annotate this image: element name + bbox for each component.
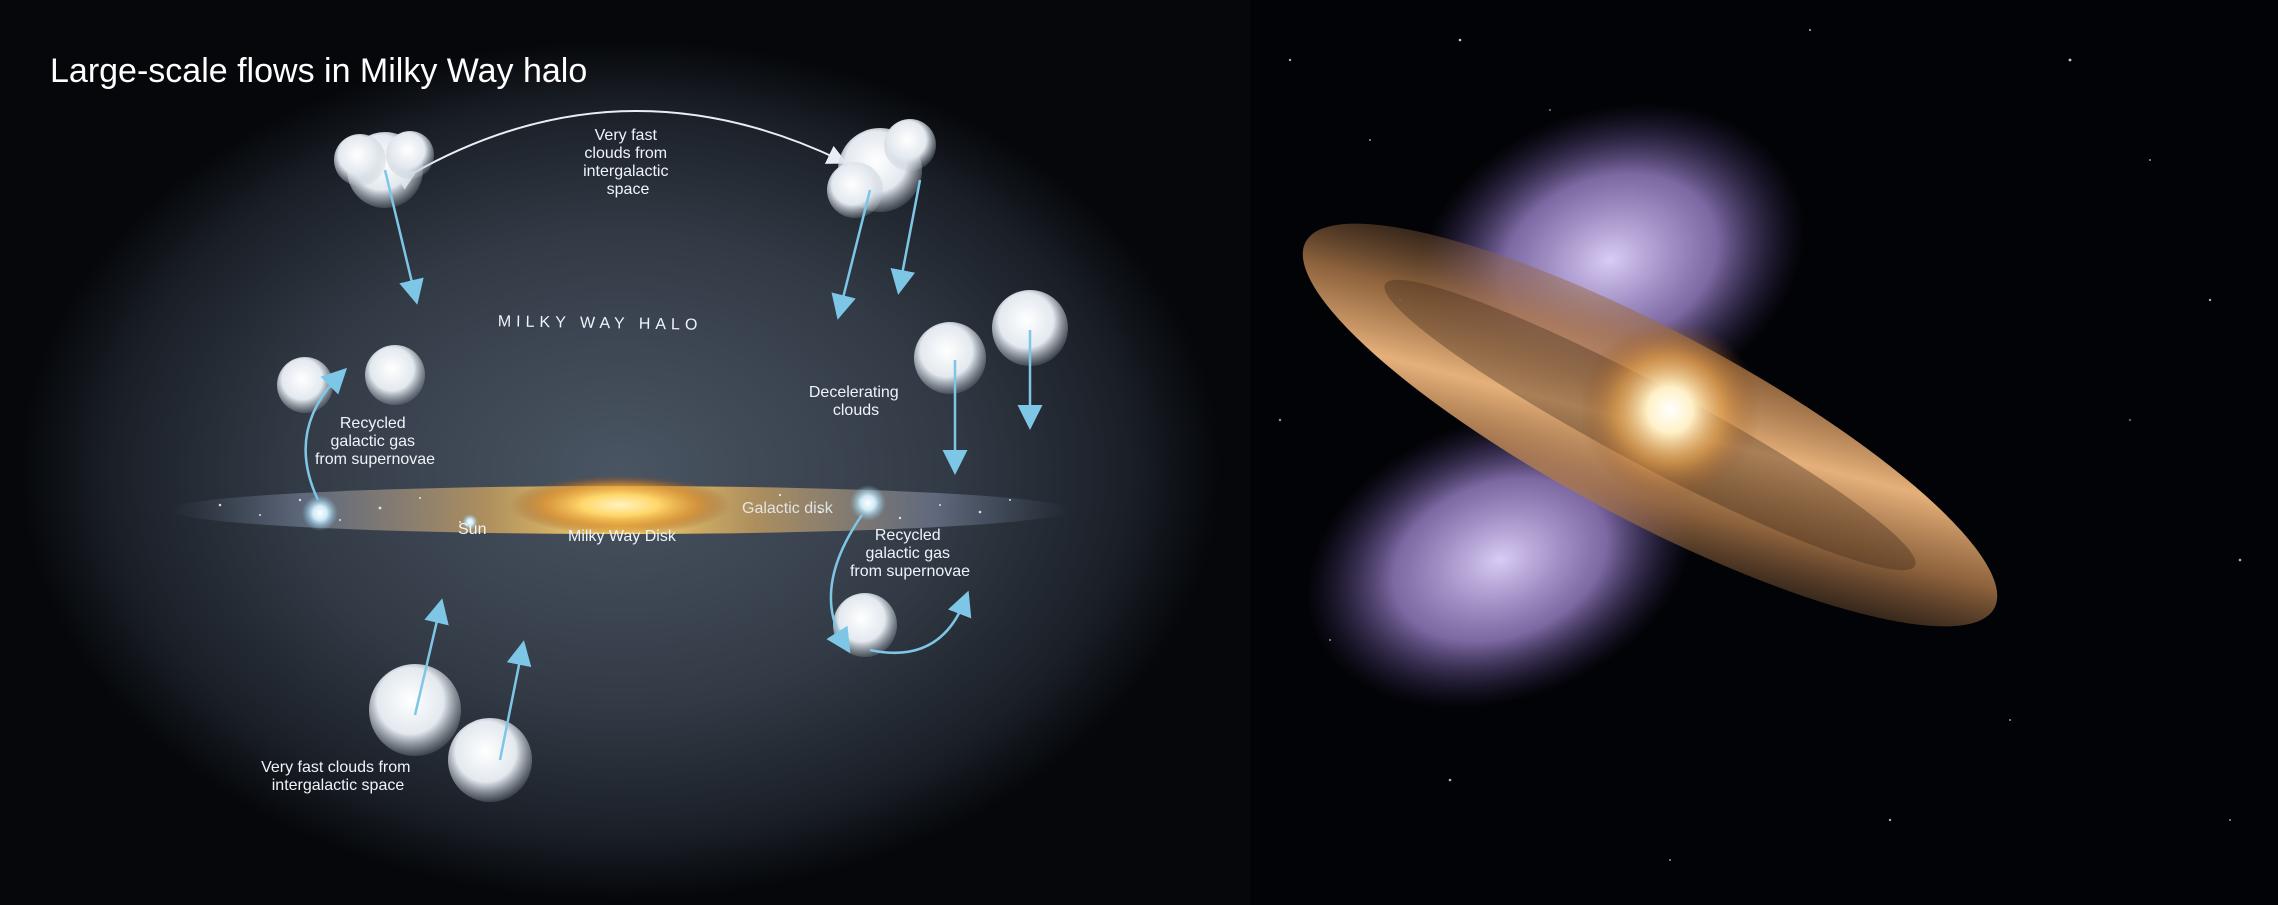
label-top-clouds: Very fast clouds from intergalactic spac… bbox=[583, 127, 673, 198]
sun-marker bbox=[462, 514, 478, 530]
galaxy-wind-illustration bbox=[1250, 0, 2278, 905]
cloud-top-right bbox=[827, 119, 936, 218]
label-sun: Sun bbox=[458, 521, 486, 538]
diagram-title: Large-scale flows in Milky Way halo bbox=[50, 52, 587, 90]
cloud-top-left bbox=[334, 131, 434, 208]
illustration-canvas bbox=[1278, 28, 2242, 861]
recycled-source-right bbox=[850, 485, 886, 521]
cloud-right-recycled bbox=[833, 593, 897, 657]
label-recycled-right: Recycled galactic gas from supernovae bbox=[850, 527, 970, 580]
label-halo: MILKY WAY HALO bbox=[498, 313, 703, 334]
diagram-canvas: Large-scale flows in Milky Way halo Very… bbox=[20, 40, 1220, 900]
disk-stars bbox=[218, 493, 1011, 523]
label-decelerating: Decelerating clouds bbox=[809, 384, 903, 419]
galaxy-core bbox=[1580, 320, 1760, 500]
top-arc-arrow bbox=[394, 110, 848, 190]
label-bottom-clouds: Very fast clouds from intergalactic spac… bbox=[261, 759, 415, 794]
galactic-bulge bbox=[510, 475, 730, 535]
flow-arrows bbox=[304, 169, 1043, 761]
label-milky-way-disk: Milky Way Disk bbox=[568, 528, 677, 545]
halo-region bbox=[20, 40, 1220, 900]
cloud-left-recycled bbox=[277, 345, 425, 413]
milky-way-halo-diagram: Large-scale flows in Milky Way halo Very… bbox=[0, 0, 1250, 905]
label-galactic-disk: Galactic disk bbox=[742, 500, 834, 517]
background-stars bbox=[1278, 28, 2242, 861]
label-recycled-left: Recycled galactic gas from supernovae bbox=[315, 415, 435, 468]
cloud-decelerating bbox=[914, 290, 1068, 394]
recycled-source-left bbox=[302, 495, 338, 531]
